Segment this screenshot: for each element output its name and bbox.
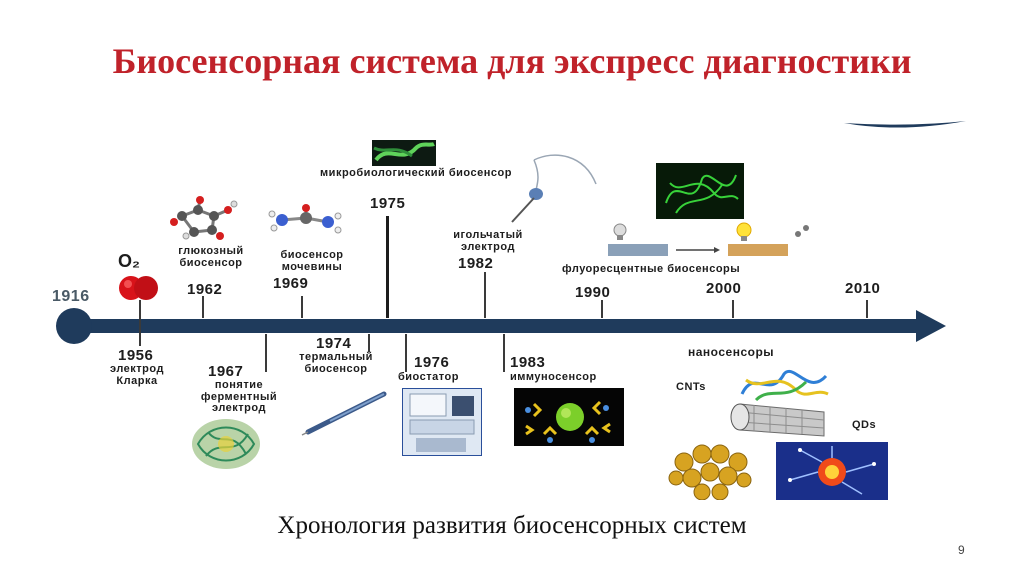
year-1983: 1983 xyxy=(510,354,546,371)
tick-1983 xyxy=(503,334,505,372)
carbon-nanotube-image xyxy=(730,403,825,437)
start-year: 1916 xyxy=(52,288,90,305)
label-2000: флуоресцентные биосенсоры xyxy=(562,263,741,275)
page-number: 9 xyxy=(958,543,965,557)
tick-2000 xyxy=(732,300,734,318)
qds-label: QDs xyxy=(852,419,877,431)
label-1962: глюкозный биосенсор xyxy=(178,245,244,269)
label-1967: понятие ферментный электрод xyxy=(200,379,278,415)
protein-ribbon-image xyxy=(740,370,829,402)
label-1983: иммуносенсор xyxy=(510,371,597,383)
year-1976: 1976 xyxy=(414,354,450,371)
cnts-label: CNTs xyxy=(676,381,706,393)
year-2010: 2010 xyxy=(845,280,881,297)
label-1969: биосенсор мочевины xyxy=(280,249,344,273)
year-1974: 1974 xyxy=(316,335,352,352)
decorative-swoosh xyxy=(844,121,966,128)
year-1969: 1969 xyxy=(273,275,309,292)
timeline-axis xyxy=(56,308,946,344)
label-1976: биостатор xyxy=(398,371,459,383)
year-1990: 1990 xyxy=(575,284,611,301)
label-1975: микробиологический биосенсор xyxy=(320,167,512,179)
microbe-image xyxy=(372,140,436,166)
tick-1956 xyxy=(139,300,141,346)
thermal-probe-icon xyxy=(301,391,387,436)
nanoparticle-cluster-image xyxy=(668,444,752,500)
year-1975: 1975 xyxy=(370,195,406,212)
o2-label: O₂ xyxy=(118,251,140,271)
biostator-device-image xyxy=(402,388,482,456)
urea-molecule-icon xyxy=(268,204,342,234)
tick-2010 xyxy=(866,300,868,318)
fluorescent-protein-image xyxy=(656,163,744,219)
tick-1982 xyxy=(484,272,486,318)
figure-caption: Хронология развития биосенсорных систем xyxy=(277,512,747,539)
tick-1976 xyxy=(405,334,407,372)
glucose-molecule-icon xyxy=(170,196,238,240)
year-1982: 1982 xyxy=(458,255,494,272)
enzyme-structure-image xyxy=(192,419,260,469)
year-1962: 1962 xyxy=(187,281,223,298)
tick-1967 xyxy=(265,334,267,372)
quantum-dots-image xyxy=(776,442,888,500)
fluorescence-scheme-icon xyxy=(608,222,809,256)
tick-1990 xyxy=(601,300,603,318)
tick-1969 xyxy=(301,296,303,318)
slide-title: Биосенсорная система для экспресс диагно… xyxy=(112,41,912,81)
year-2000: 2000 xyxy=(706,280,742,297)
nano-heading: наносенсоры xyxy=(688,345,775,359)
label-1982: игольчатый электрод xyxy=(453,229,523,253)
o2-molecule-icon xyxy=(119,276,158,300)
immunosensor-image xyxy=(514,388,624,446)
year-1956: 1956 xyxy=(118,347,154,364)
tick-1975 xyxy=(386,216,389,318)
label-1956: электрод Кларка xyxy=(110,363,164,387)
year-1967: 1967 xyxy=(208,363,244,380)
label-1974: термальный биосенсор xyxy=(299,351,373,375)
needle-electrode-icon xyxy=(511,154,597,223)
tick-1974 xyxy=(368,334,370,352)
tick-1962 xyxy=(202,296,204,318)
